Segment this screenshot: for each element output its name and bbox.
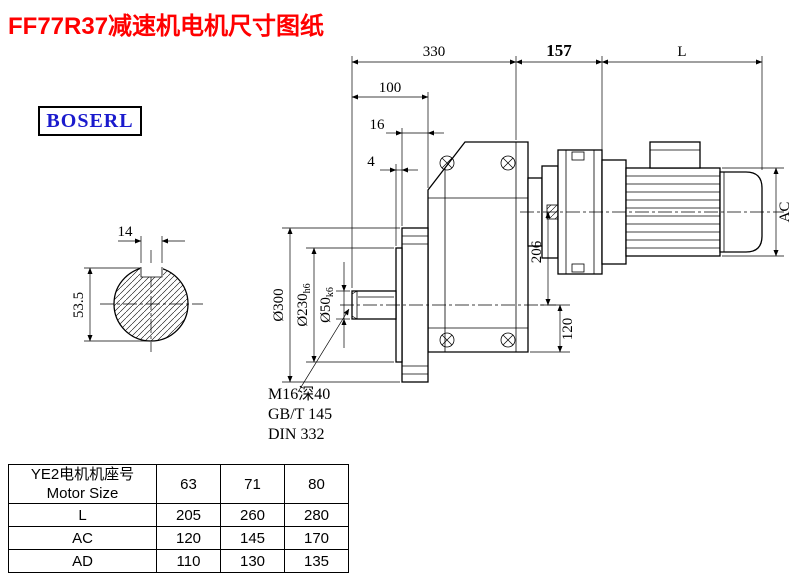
housing-bolt-bottom-left bbox=[439, 332, 455, 348]
dim-206-label: 206 bbox=[529, 240, 545, 263]
note-standard2: DIN 332 bbox=[268, 426, 324, 443]
keyway-slot bbox=[140, 267, 163, 278]
motor-size-header-en: Motor Size bbox=[46, 485, 119, 502]
dim-120: 120 bbox=[530, 304, 576, 353]
table-cell: 120 bbox=[156, 526, 221, 550]
dim-key-width: 14 bbox=[118, 224, 185, 263]
table-cell: 170 bbox=[284, 526, 349, 550]
brand-logo: BOSERL bbox=[38, 106, 142, 136]
table-cell: 135 bbox=[284, 549, 349, 573]
motor-fins bbox=[626, 175, 720, 249]
table-row-AC: AC 120 145 170 bbox=[8, 526, 349, 550]
note-tap-hole: M16深40 bbox=[268, 385, 330, 403]
table-cell: 145 bbox=[220, 526, 285, 550]
dim-flange-od-label: Ø300 bbox=[271, 288, 287, 321]
table-header-row: YE2电机机座号 Motor Size 63 71 80 bbox=[8, 464, 349, 504]
table-cell: 280 bbox=[284, 503, 349, 527]
housing-bolt-top-left bbox=[439, 155, 455, 171]
table-row-AD: AD 110 130 135 bbox=[8, 549, 349, 573]
dim-spigot-d-label: Ø230h6 bbox=[295, 283, 313, 326]
dim-key-width-label: 14 bbox=[118, 224, 134, 240]
dim-key-height: 53.5 bbox=[71, 267, 151, 342]
dim-330: 330 bbox=[351, 44, 517, 65]
dim-206: 206 bbox=[529, 211, 551, 306]
dim-100: 100 bbox=[351, 80, 429, 188]
dim-330-label: 330 bbox=[423, 44, 446, 60]
table-header-col-71: 71 bbox=[220, 464, 285, 504]
table-header-col-63: 63 bbox=[156, 464, 221, 504]
shaft-section-circle bbox=[113, 266, 189, 342]
gear-housing bbox=[427, 141, 529, 353]
dim-flange-od: Ø300 bbox=[271, 227, 400, 383]
row-label: AD bbox=[8, 549, 157, 573]
motor-size-header-cell: YE2电机机座号 Motor Size bbox=[8, 464, 157, 504]
shaft-section-view: 14 53.5 bbox=[71, 224, 203, 352]
row-label: L bbox=[8, 503, 157, 527]
dim-157: 157 bbox=[515, 41, 603, 65]
dim-shaft-d: Ø50k6 bbox=[318, 262, 350, 348]
table-header-col-80: 80 bbox=[284, 464, 349, 504]
dim-AC-label: AC bbox=[777, 202, 793, 223]
shaft-end-notes: M16深40 GB/T 145 DIN 332 bbox=[268, 308, 350, 443]
note-standard1: GB/T 145 bbox=[268, 406, 332, 423]
motor-dimension-table: YE2电机机座号 Motor Size 63 71 80 L 205 260 2… bbox=[8, 464, 349, 573]
terminal-box bbox=[649, 141, 701, 169]
table-cell: 110 bbox=[156, 549, 221, 573]
dim-16: 16 bbox=[370, 117, 444, 226]
table-row-L: L 205 260 280 bbox=[8, 503, 349, 527]
dim-157-label: 157 bbox=[546, 41, 572, 60]
dim-120-label: 120 bbox=[560, 318, 576, 341]
dim-AC: AC bbox=[722, 167, 793, 257]
dim-16-label: 16 bbox=[370, 117, 386, 133]
table-cell: 260 bbox=[220, 503, 285, 527]
dim-L-label: L bbox=[677, 44, 686, 60]
dim-L: L bbox=[601, 44, 763, 65]
dim-4-label: 4 bbox=[367, 154, 375, 170]
gearbox-front-view bbox=[340, 141, 784, 383]
brand-logo-text: BOSERL bbox=[46, 109, 134, 132]
dimensions: 330 157 L 100 16 bbox=[268, 41, 793, 443]
table-cell: 130 bbox=[220, 549, 285, 573]
table-cell: 205 bbox=[156, 503, 221, 527]
dim-4: 4 bbox=[367, 154, 418, 246]
dim-100-label: 100 bbox=[379, 80, 402, 96]
dim-shaft-d-label: Ø50k6 bbox=[318, 287, 336, 323]
motor-size-header-cn: YE2电机机座号 bbox=[30, 466, 135, 483]
page-title: FF77R37减速机电机尺寸图纸 bbox=[8, 13, 325, 40]
dim-spigot-d: Ø230h6 bbox=[295, 247, 394, 363]
housing-bolt-bottom-right bbox=[500, 332, 516, 348]
housing-bolt-top-right bbox=[500, 155, 516, 171]
row-label: AC bbox=[8, 526, 157, 550]
dim-key-height-label: 53.5 bbox=[71, 292, 87, 318]
